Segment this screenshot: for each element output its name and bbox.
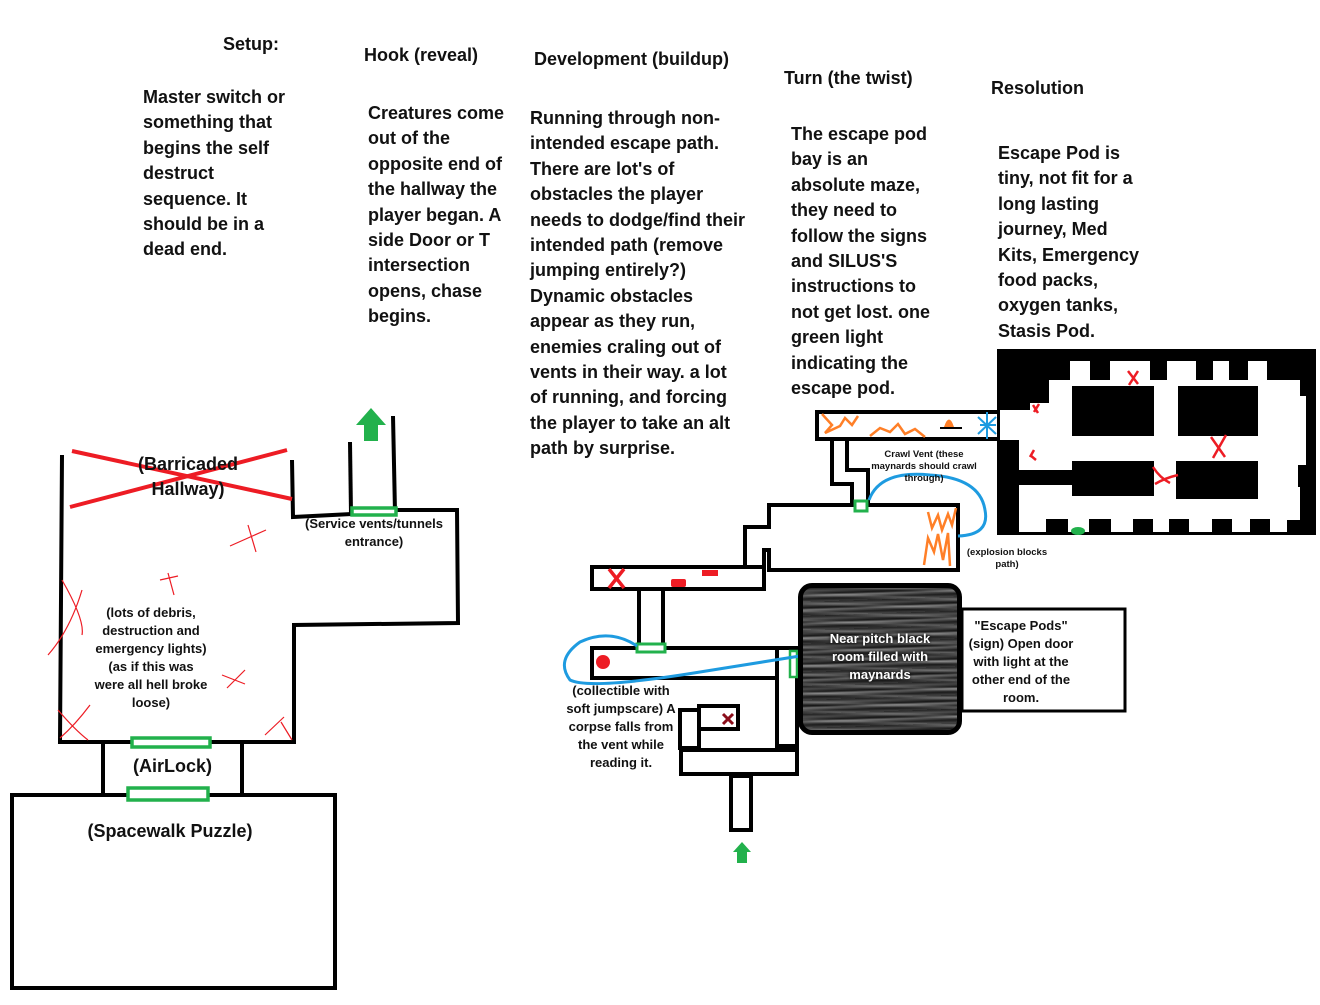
escape-pod-green-light — [1071, 527, 1085, 535]
escape-pod-bay — [997, 349, 1316, 535]
spark-icon — [977, 412, 997, 439]
crawl-vent-duct — [815, 410, 1002, 441]
barricaded-hallway-label: (Barricaded Hallway) — [137, 454, 239, 499]
debris-marks — [47, 524, 293, 741]
crawl-vent-shaft — [830, 439, 870, 504]
stage-header-hook: Hook (reveal) — [364, 45, 479, 65]
fire-marks — [821, 413, 958, 567]
entry-arrow-icon — [733, 842, 751, 863]
vent-corridor-left — [348, 441, 353, 515]
airlock-wall — [101, 742, 244, 793]
stage-header-resolution: Resolution — [991, 78, 1084, 98]
stage-header-setup: Setup: — [223, 34, 279, 54]
crawl-path-line — [867, 472, 988, 538]
hall-right-wall-top — [290, 459, 353, 520]
bay-block-4 — [1176, 461, 1258, 499]
bay-block-1 — [1072, 386, 1154, 436]
debris-label: (lots of debris, destruction and emergen… — [94, 605, 208, 710]
main-hall-wall — [57, 454, 461, 744]
hazard-x-icon — [607, 567, 626, 590]
entry-hall — [679, 748, 799, 776]
stage-body-hook: Creatures come out of the opposite end o… — [368, 103, 505, 327]
dark-room-door — [788, 649, 799, 679]
bay-hazards — [1028, 370, 1228, 486]
hazard-block-1 — [671, 579, 686, 587]
escape-sign-label: "Escape Pods" (sign) Open door with ligh… — [968, 618, 1074, 705]
entry-corridor — [729, 774, 753, 832]
hazard-block-2 — [702, 570, 718, 576]
vent-corridor-right — [391, 415, 397, 513]
alarm-light-icon — [944, 419, 954, 427]
crawl-vent-door — [853, 499, 869, 513]
middle-map — [590, 503, 960, 832]
upper-room — [743, 503, 960, 589]
service-vents-label: (Service vents/tunnels entrance) — [305, 516, 443, 549]
collectible-dot-icon — [596, 655, 610, 669]
collectible-path-line — [562, 634, 801, 686]
collectible-label: (collectible with soft jumpscare) A corp… — [566, 683, 676, 770]
stage-body-development: Running through non-intended escape path… — [530, 108, 745, 459]
escape-sign-box — [960, 607, 1127, 713]
corpse-x-icon — [721, 712, 735, 726]
bay-block-3 — [1072, 461, 1154, 496]
spacewalk-label: (Spacewalk Puzzle) — [87, 821, 253, 841]
airlock-label: (AirLock) — [132, 756, 212, 776]
closet-x-room — [697, 704, 740, 731]
service-vent-door — [350, 506, 398, 517]
stage-header-turn: Turn (the twist) — [784, 68, 913, 88]
stage-body-turn: The escape pod bay is an absolute maze, … — [791, 124, 930, 399]
dark-room-label: Near pitch black room filled with maynar… — [829, 631, 931, 682]
stage-body-setup: Master switch or something that begins t… — [143, 87, 286, 260]
stage-header-development: Development (buildup) — [534, 49, 729, 69]
left-doors — [126, 506, 398, 802]
connector-door — [635, 642, 667, 654]
up-arrow-icon — [356, 408, 386, 441]
airlock-outer-door — [126, 786, 210, 802]
dark-room: Near pitch black room filled with maynar… — [798, 583, 962, 735]
airlock-inner-door — [130, 736, 212, 749]
closet-left — [678, 708, 701, 750]
crawl-vent-label: Crawl Vent (these maynards should crawl … — [871, 449, 977, 484]
barricade-x — [69, 448, 293, 509]
connector-vertical — [637, 587, 665, 649]
stage-body-resolution: Escape Pod is tiny, not fit for a long l… — [998, 143, 1140, 341]
explosion-label: (explosion blocks path) — [966, 547, 1048, 570]
bay-block-2 — [1178, 386, 1258, 436]
crawl-vent — [815, 410, 1002, 504]
